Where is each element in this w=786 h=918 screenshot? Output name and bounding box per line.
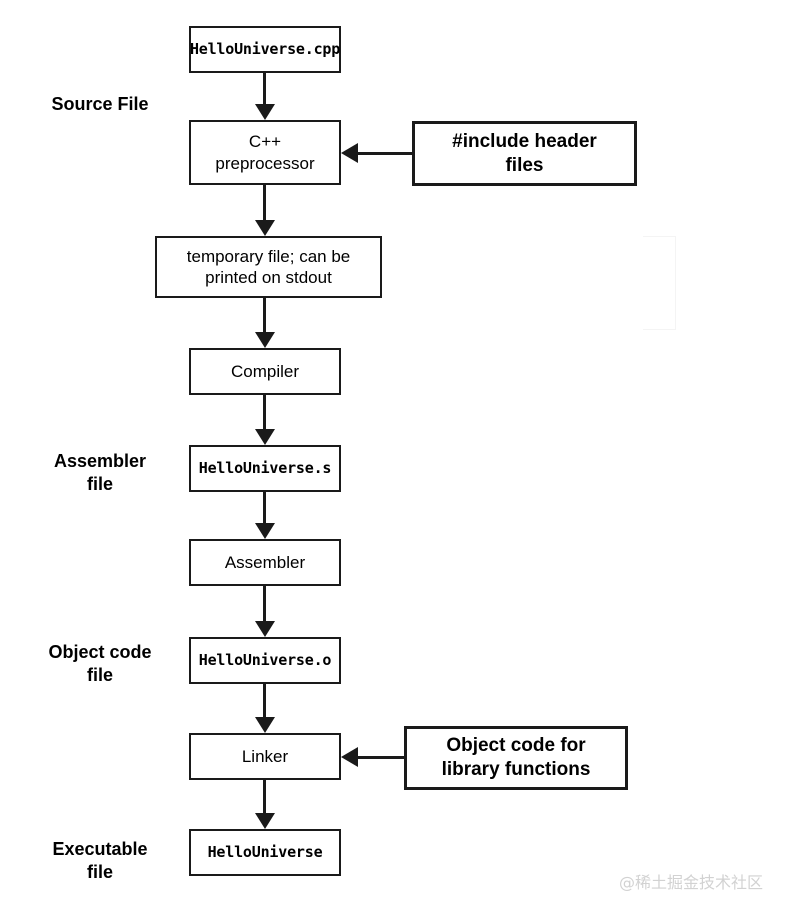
node-assembly-file-label: HelloUniverse.s [198, 459, 332, 478]
connector-linker-to-executable [263, 780, 266, 815]
node-library-object-code-label: Object code for library functions [441, 735, 591, 780]
connector-assembly-file-to-assembler [263, 492, 266, 525]
node-temporary-file[interactable]: temporary file; can be printed on stdout [155, 236, 382, 298]
stage-label-executable-file: Executable file [52, 839, 148, 883]
node-assembler[interactable]: Assembler [189, 539, 341, 586]
arrowhead-preprocessor-to-temporary [255, 220, 275, 236]
connector-assembler-to-object-file [263, 586, 266, 623]
node-temporary-file-label: temporary file; can be printed on stdout [186, 246, 351, 287]
node-object-file[interactable]: HelloUniverse.o [189, 637, 341, 684]
node-assembler-label: Assembler [224, 552, 306, 572]
arrowhead-assembler-to-object-file [255, 621, 275, 637]
arrowhead-source-to-preprocessor [255, 104, 275, 120]
node-include-headers[interactable]: #include header files [412, 121, 637, 186]
arrowhead-assembly-file-to-assembler [255, 523, 275, 539]
node-library-object-code[interactable]: Object code for library functions [404, 726, 628, 790]
connector-object-file-to-linker [263, 684, 266, 719]
decorative-artifact [643, 236, 676, 330]
node-preprocessor-label: C++ preprocessor [215, 132, 315, 173]
node-linker-label: Linker [241, 746, 289, 766]
connector-include-to-preprocessor [358, 152, 413, 155]
node-compiler-label: Compiler [230, 361, 300, 381]
node-source-cpp[interactable]: HelloUniverse.cpp [189, 26, 341, 73]
connector-source-to-preprocessor [263, 73, 266, 106]
watermark: @稀土掘金技术社区 [619, 873, 764, 892]
node-source-cpp-label: HelloUniverse.cpp [189, 40, 341, 59]
connector-preprocessor-to-temporary [263, 185, 266, 222]
connector-temporary-to-compiler [263, 298, 266, 334]
arrowhead-library-to-linker [341, 747, 358, 767]
connector-compiler-to-assembly-file [263, 395, 266, 431]
arrowhead-linker-to-executable [255, 813, 275, 829]
stage-label-object-code-file: Object code file [48, 642, 152, 686]
arrowhead-compiler-to-assembly-file [255, 429, 275, 445]
stage-label-source-file: Source File [51, 94, 149, 114]
node-object-file-label: HelloUniverse.o [198, 651, 332, 670]
arrowhead-object-file-to-linker [255, 717, 275, 733]
node-compiler[interactable]: Compiler [189, 348, 341, 395]
node-linker[interactable]: Linker [189, 733, 341, 780]
node-preprocessor[interactable]: C++ preprocessor [189, 120, 341, 185]
node-assembly-file[interactable]: HelloUniverse.s [189, 445, 341, 492]
node-executable-label: HelloUniverse [207, 843, 323, 862]
node-include-headers-label: #include header files [452, 130, 597, 176]
connector-library-to-linker [358, 756, 405, 759]
node-executable[interactable]: HelloUniverse [189, 829, 341, 876]
stage-label-assembler-file: Assembler file [53, 451, 147, 495]
arrowhead-temporary-to-compiler [255, 332, 275, 348]
arrowhead-include-to-preprocessor [341, 143, 358, 163]
